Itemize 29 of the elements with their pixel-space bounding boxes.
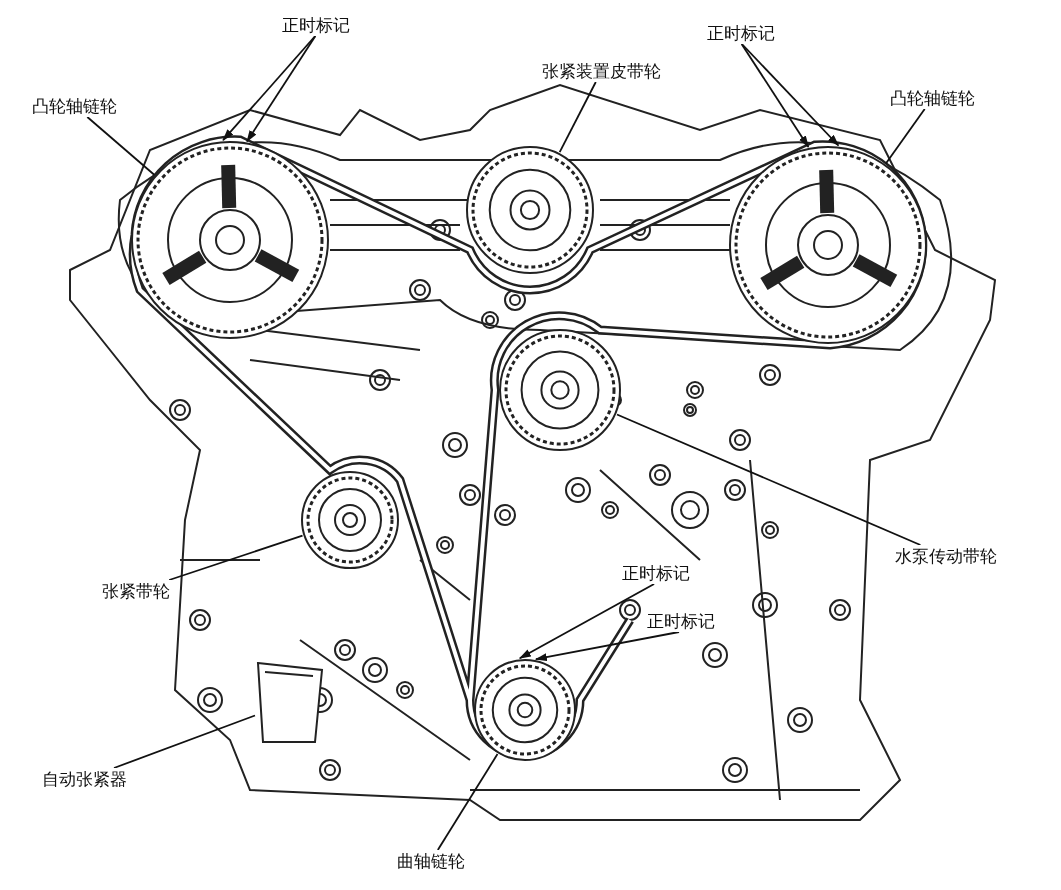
leader-line: [534, 631, 680, 662]
leader-line: [436, 753, 499, 851]
leader-line: [740, 43, 810, 148]
cam-sprocket: [130, 140, 330, 340]
callout-label: 张紧装置皮带轮: [540, 60, 663, 82]
crankshaft-sprocket: [473, 658, 577, 762]
tensioner-pulley: [300, 470, 400, 570]
tensioner-pulley: [465, 145, 595, 275]
automatic-tensioner-drawing: [255, 660, 325, 745]
callout-label: 正时标记: [620, 562, 692, 584]
leader-line: [518, 583, 655, 660]
callout-label: 正时标记: [705, 22, 777, 44]
leader-line: [741, 43, 840, 147]
leader-line: [86, 116, 156, 176]
callout-label: 曲轴链轮: [395, 850, 467, 872]
water-pump-pulley: [498, 328, 622, 452]
leader-line: [246, 35, 317, 143]
callout-label: 张紧带轮: [100, 580, 172, 602]
leader-line: [113, 714, 256, 769]
leader-line: [168, 534, 304, 581]
callout-label: 凸轮轴链轮: [30, 95, 119, 117]
callout-label: 正时标记: [280, 14, 352, 36]
leader-line: [885, 108, 926, 165]
leader-line: [558, 81, 597, 154]
cam-sprocket: [728, 145, 928, 345]
callout-label: 凸轮轴链轮: [888, 87, 977, 109]
callout-label: 正时标记: [645, 610, 717, 632]
callout-label: 水泵传动带轮: [893, 545, 999, 567]
leader-line: [616, 413, 922, 546]
